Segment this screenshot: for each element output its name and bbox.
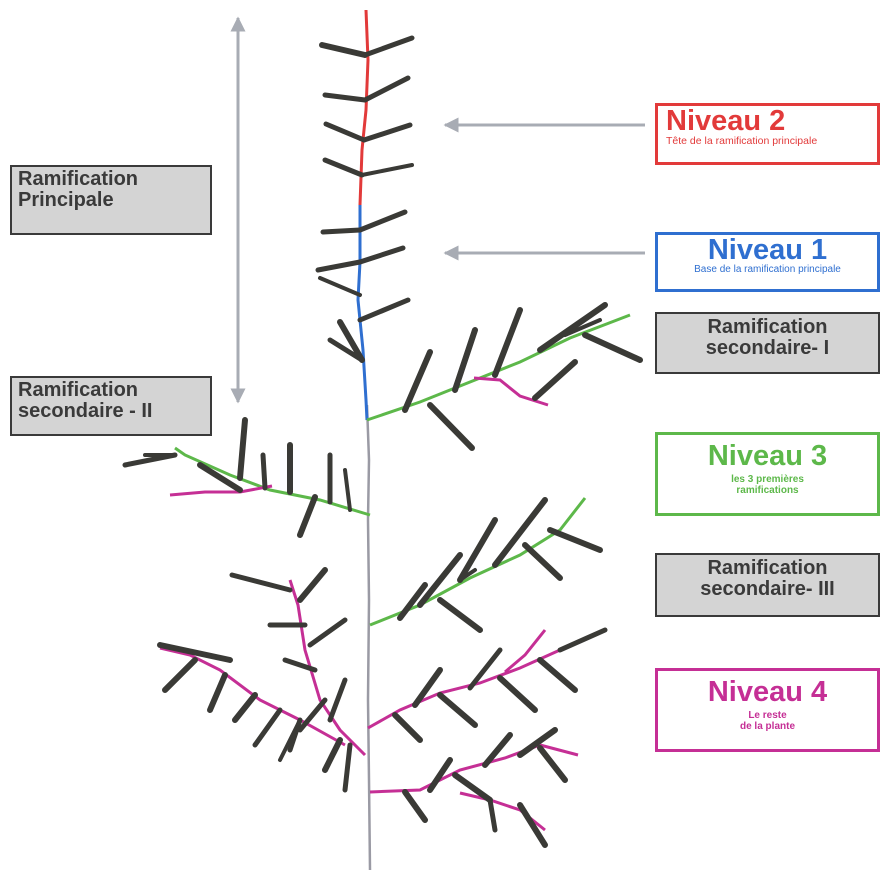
niveau3-title: Niveau 3: [658, 441, 877, 471]
niveau3-subtitle-line2: ramifications: [658, 486, 877, 497]
label-niveau-2: Niveau 2 Tête de la ramification princip…: [655, 103, 880, 165]
niveau2-title: Niveau 2: [666, 106, 877, 136]
label-niveau-3: Niveau 3 les 3 premières ramifications: [655, 432, 880, 516]
branch-secondaire-1-pink: [474, 378, 548, 405]
label-secondaire-1-line2: secondaire- I: [661, 338, 874, 359]
stem-level1-blue: [358, 205, 367, 420]
label-niveau-1: Niveau 1 Base de la ramification princip…: [655, 232, 880, 292]
label-ramification-principale-line2: Principale: [18, 190, 204, 211]
label-ramification-secondaire-2: Ramification secondaire - II: [10, 376, 212, 436]
niveau4-left-leaves: [160, 570, 350, 790]
label-secondaire-3-line1: Ramification: [661, 558, 874, 579]
branch-secondaire-2: [175, 448, 370, 515]
label-secondaire-3-line2: secondaire- III: [661, 579, 874, 600]
label-ramification-principale: Ramification Principale: [10, 165, 212, 235]
secondaire-1-leaves: [405, 305, 640, 448]
label-niveau-4: Niveau 4 Le reste de la plante: [655, 668, 880, 752]
niveau1-subtitle: Base de la ramification principale: [658, 265, 877, 276]
niveau4-right-leaves: [395, 630, 605, 845]
label-ramification-secondaire-1: Ramification secondaire- I: [655, 312, 880, 374]
label-secondaire-2-line1: Ramification: [18, 380, 204, 401]
branch-secondaire-2-pink: [170, 486, 272, 495]
niveau4-title: Niveau 4: [658, 677, 877, 707]
secondaire-2-leaves: [125, 420, 350, 535]
label-secondaire-2-line2: secondaire - II: [18, 401, 204, 422]
label-ramification-secondaire-3: Ramification secondaire- III: [655, 553, 880, 617]
niveau4-subtitle-line2: de la plante: [658, 722, 877, 733]
niveau1-title: Niveau 1: [658, 235, 877, 265]
label-secondaire-1-line1: Ramification: [661, 317, 874, 338]
niveau2-subtitle: Tête de la ramification principale: [666, 136, 877, 147]
branch-secondaire-3: [370, 498, 585, 625]
main-stem-leaves: [318, 38, 412, 360]
label-ramification-principale-line1: Ramification: [18, 169, 204, 190]
main-stem: [367, 405, 370, 870]
